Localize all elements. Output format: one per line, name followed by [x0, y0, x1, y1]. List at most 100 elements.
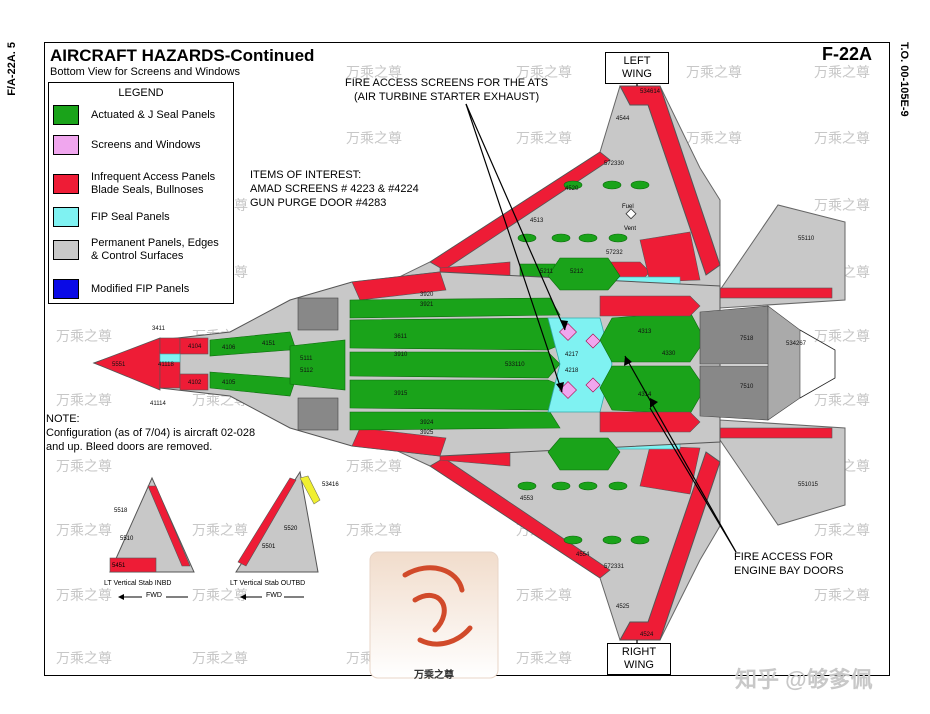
fuselage	[92, 257, 836, 471]
panel-label: 3910	[394, 352, 408, 358]
panel-label: 3925	[420, 430, 434, 436]
panel-label: 572330	[604, 161, 625, 167]
watermark: 万乘之尊	[516, 130, 572, 146]
panel-label: 4217	[565, 352, 579, 358]
credit-watermark: 知乎 @够爹佩	[735, 667, 873, 692]
watermark: 万乘之尊	[814, 64, 870, 80]
panel-label: 4102	[188, 380, 202, 386]
panel-label: 3411	[152, 326, 166, 332]
legend-item: FIP Seal Panels	[53, 207, 170, 227]
legend-label: Screens and Windows	[91, 138, 201, 151]
panel-label: 5211	[540, 269, 554, 275]
watermark: 万乘之尊	[814, 130, 870, 146]
legend-swatch	[53, 240, 79, 260]
watermark: 万乘之尊	[814, 197, 870, 213]
panel-label: 5551	[112, 362, 126, 368]
panel-label: 4313	[638, 329, 652, 335]
watermark: 万乘之尊	[346, 64, 402, 80]
legend-item: Screens and Windows	[53, 135, 200, 155]
panel-label: 4520	[565, 186, 579, 192]
stab-panel-label: 5520	[284, 526, 298, 532]
aircraft-model: F-22A	[822, 44, 873, 64]
panel-label: 4513	[530, 218, 544, 224]
panel-label: 4524	[640, 632, 654, 638]
panel-label: 533110	[505, 362, 525, 368]
callout-fire-engine: FIRE ACCESS FOR ENGINE BAY DOORS	[734, 551, 844, 577]
fuel-vent-marker: Fuel Vent	[622, 204, 637, 232]
side-label-right: T.O. 00-105E-9	[898, 42, 910, 117]
stab-panel-label: 53416	[322, 482, 339, 488]
note: NOTE: Configuration (as of 7/04) is airc…	[46, 413, 256, 453]
panel-label: 4554	[576, 552, 590, 558]
legend-item: Modified FIP Panels	[53, 279, 189, 299]
panel-label: 5111	[300, 356, 313, 362]
watermark: 万乘之尊	[516, 64, 572, 80]
arrowheads	[556, 320, 658, 408]
legend-item: Actuated & J Seal Panels	[53, 105, 215, 125]
panel-label: 5212	[570, 269, 584, 275]
legend-swatch	[53, 135, 79, 155]
seal-text: 万乘之尊	[414, 670, 454, 681]
panel-label: 534267	[786, 341, 807, 347]
panel-label: 41118	[158, 362, 174, 368]
panel-label: 4106	[222, 345, 236, 351]
legend-swatch	[53, 279, 79, 299]
panel-label: 3924	[420, 420, 434, 426]
watermark: 万乘之尊	[192, 587, 248, 603]
stab-outbd-caption: LT Vertical Stab OUTBD	[230, 580, 306, 587]
panel-label: 572331	[604, 564, 625, 570]
legend-swatch	[53, 105, 79, 125]
panel-label: 551015	[798, 482, 819, 488]
watermark: 万乘之尊	[56, 522, 112, 538]
legend-label: FIP Seal Panels	[91, 210, 170, 223]
stab-panel-label: 5501	[262, 544, 276, 550]
legend-label: Actuated & J Seal Panels	[91, 108, 216, 121]
watermark: 万乘之尊	[346, 522, 402, 538]
panel-label: 7518	[740, 336, 754, 342]
vertical-stab-inbd: 5451 5510 5518	[109, 476, 195, 573]
seal-stamp	[369, 551, 499, 679]
panel-label: 4104	[188, 344, 202, 350]
watermark: 万乘之尊	[814, 328, 870, 344]
fuel-vent-label: Vent	[624, 226, 636, 232]
panel-label: 7510	[740, 384, 754, 390]
fwd-arrowheads	[118, 594, 246, 600]
fuel-vent-label: Fuel	[622, 204, 634, 210]
panel-label: 3915	[394, 391, 408, 397]
watermark: 万乘之尊	[192, 650, 248, 666]
watermark: 万乘之尊	[686, 64, 742, 80]
panel-label: 41114	[150, 401, 166, 407]
right-wing-label: RIGHT WING	[607, 643, 671, 675]
stab-panel-label: 5518	[114, 508, 128, 514]
vertical-stab-outbd: 53416 5520 5501	[235, 470, 339, 573]
stab-inbd-caption: LT Vertical Stab INBD	[104, 580, 172, 587]
legend-label: Modified FIP Panels	[91, 282, 190, 295]
page-title: AIRCRAFT HAZARDS-Continued	[50, 46, 315, 65]
callout-fire-ats: FIRE ACCESS SCREENS FOR THE ATS (AIR TUR…	[345, 77, 549, 103]
legend-swatch	[53, 174, 79, 194]
panel-label: 55110	[798, 236, 815, 242]
items-of-interest: ITEMS OF INTEREST: AMAD SCREENS # 4223 &…	[250, 169, 419, 209]
watermark: 万乘之尊	[56, 328, 112, 344]
legend: LEGEND Actuated & J Seal Panels Screens …	[48, 82, 234, 304]
legend-item: Permanent Panels, Edges & Control Surfac…	[53, 237, 219, 263]
stab-panel-label: 5451	[112, 563, 126, 569]
fwd-label: FWD	[266, 592, 282, 599]
panel-label: 3921	[420, 302, 434, 308]
watermark: 万乘之尊	[516, 587, 572, 603]
leader-lines	[465, 80, 737, 646]
watermark: 万乘之尊	[56, 458, 112, 474]
right-wing	[351, 429, 721, 641]
legend-swatch	[53, 207, 79, 227]
watermark: 万乘之尊	[814, 587, 870, 603]
watermark: 万乘之尊	[686, 130, 742, 146]
page-subtitle: Bottom View for Screens and Windows	[50, 66, 240, 78]
panel-label: 3611	[394, 334, 408, 340]
panel-label: 534614	[640, 89, 661, 95]
watermark: 万乘之尊	[56, 392, 112, 408]
legend-label: Permanent Panels, Edges & Control Surfac…	[91, 237, 219, 262]
watermark: 万乘之尊	[56, 650, 112, 666]
panel-label: 4151	[262, 341, 276, 347]
watermark: 万乘之尊	[516, 650, 572, 666]
